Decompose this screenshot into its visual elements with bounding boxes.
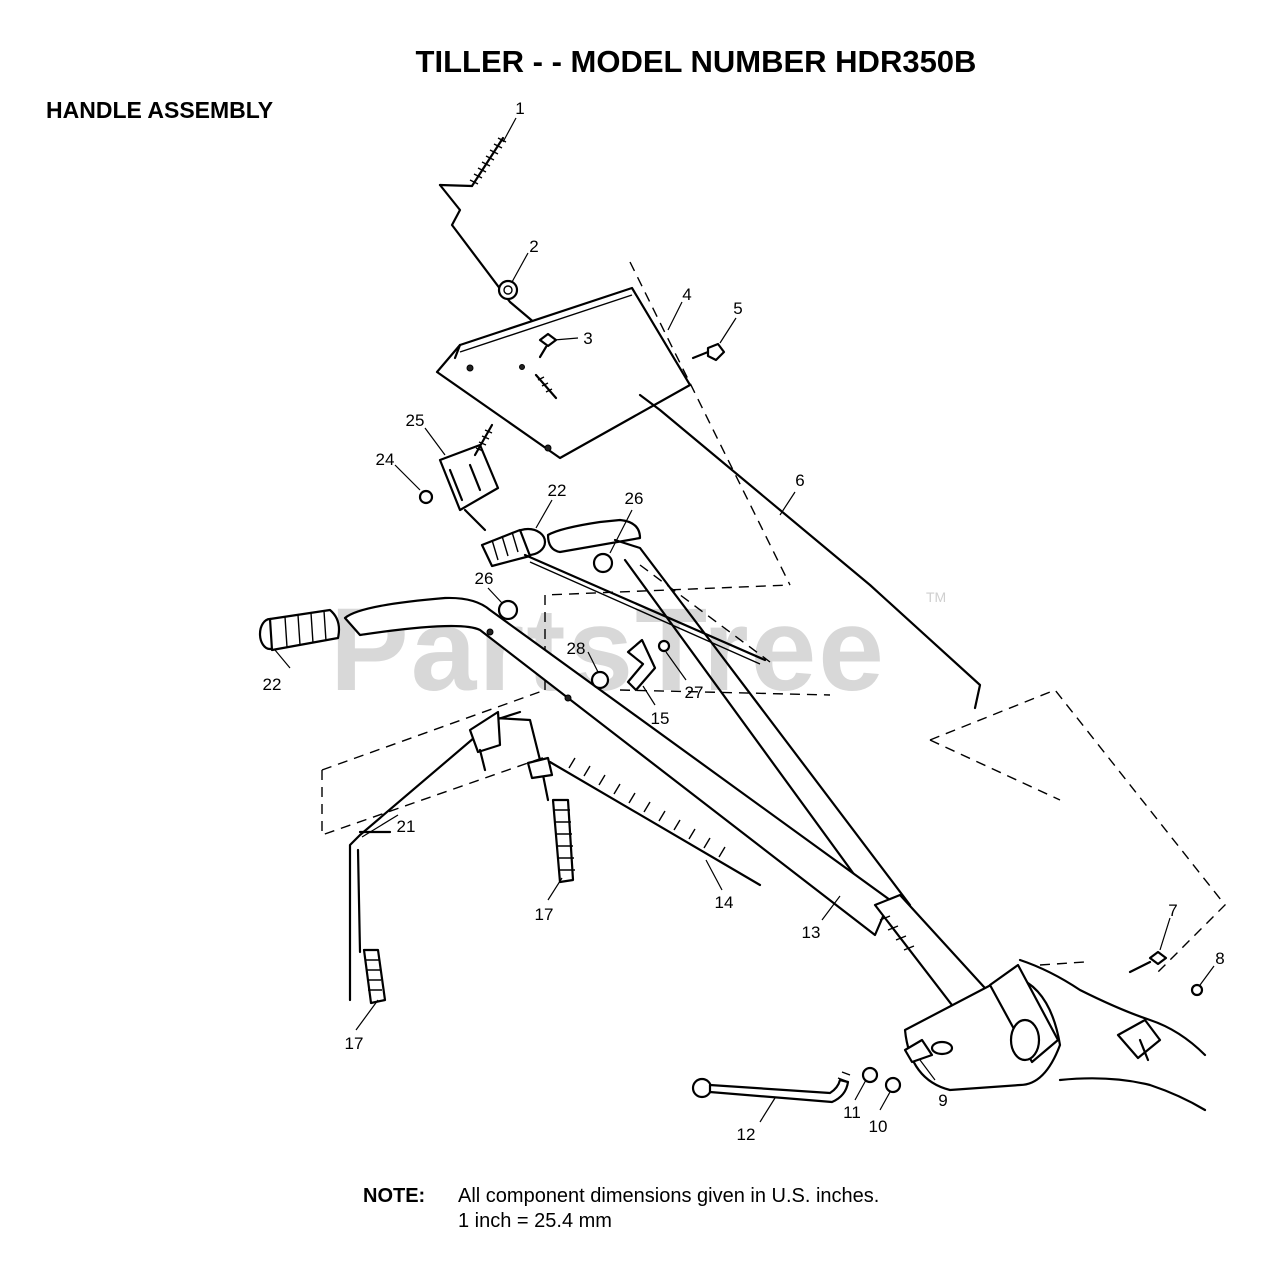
washer	[861, 1066, 879, 1084]
section-title: HANDLE ASSEMBLY	[46, 97, 273, 123]
control-bracket	[438, 423, 500, 532]
callout-3: 3	[583, 329, 592, 348]
nut	[590, 670, 610, 690]
callout-10: 10	[869, 1117, 888, 1136]
leader-lines	[274, 117, 1215, 1123]
lock-nut	[418, 489, 434, 505]
callout-15: 15	[651, 709, 670, 728]
nut	[592, 552, 614, 574]
nut	[884, 1076, 902, 1094]
note-label: NOTE:	[363, 1185, 425, 1207]
callout-labels: 1 2 3 4 5 6 7 8 9 10 11 12 13 14 15 17 1…	[263, 99, 1225, 1144]
shield-plate	[435, 286, 692, 460]
shift-rod	[638, 393, 982, 710]
hand-grip	[258, 608, 341, 652]
bolt	[691, 342, 726, 362]
bolt	[1128, 950, 1168, 974]
shift-lever	[691, 1071, 851, 1104]
callout-25: 25	[406, 411, 425, 430]
callout-12: 12	[737, 1125, 756, 1144]
clutch-cable	[548, 757, 762, 887]
spring	[551, 798, 575, 884]
washer	[657, 639, 671, 653]
note-line-1: All component dimensions given in U.S. i…	[458, 1185, 879, 1207]
nut	[497, 599, 519, 621]
dimension-note: NOTE: All component dimensions given in …	[363, 1185, 879, 1232]
spring	[362, 948, 387, 1005]
callout-7: 7	[1168, 901, 1177, 920]
callout-6: 6	[795, 471, 804, 490]
callout-5: 5	[733, 299, 742, 318]
handle-tube	[873, 893, 1062, 1092]
page-title: TILLER - - MODEL NUMBER HDR350B	[416, 44, 977, 79]
note-line-2: 1 inch = 25.4 mm	[458, 1210, 612, 1232]
callout-26b: 26	[475, 569, 494, 588]
callout-17a: 17	[535, 905, 554, 924]
callout-28: 28	[567, 639, 586, 658]
watermark-trademark: TM	[926, 589, 946, 605]
callout-17b: 17	[345, 1034, 364, 1053]
callout-1: 1	[515, 99, 524, 118]
callout-11: 11	[843, 1103, 861, 1122]
callout-27: 27	[685, 683, 704, 702]
reference-outline	[321, 261, 1226, 976]
callout-22b: 22	[263, 675, 282, 694]
callout-14: 14	[715, 893, 734, 912]
callout-2: 2	[529, 237, 538, 256]
callout-13: 13	[802, 923, 821, 942]
nut	[497, 279, 519, 301]
callout-22a: 22	[548, 481, 567, 500]
callout-9: 9	[938, 1091, 947, 1110]
pin	[1190, 983, 1204, 997]
callout-26a: 26	[625, 489, 644, 508]
spring-coil	[469, 136, 507, 188]
screw	[538, 332, 558, 359]
callout-8: 8	[1215, 949, 1224, 968]
cable-clip	[626, 638, 657, 692]
clutch-linkage	[348, 710, 575, 1005]
callout-21: 21	[397, 817, 416, 836]
callout-24: 24	[376, 450, 395, 469]
upper-handle	[480, 518, 912, 912]
callout-4: 4	[682, 285, 691, 304]
hand-grip	[480, 527, 547, 568]
transmission-housing	[1018, 958, 1207, 1112]
control-cable	[523, 553, 767, 665]
